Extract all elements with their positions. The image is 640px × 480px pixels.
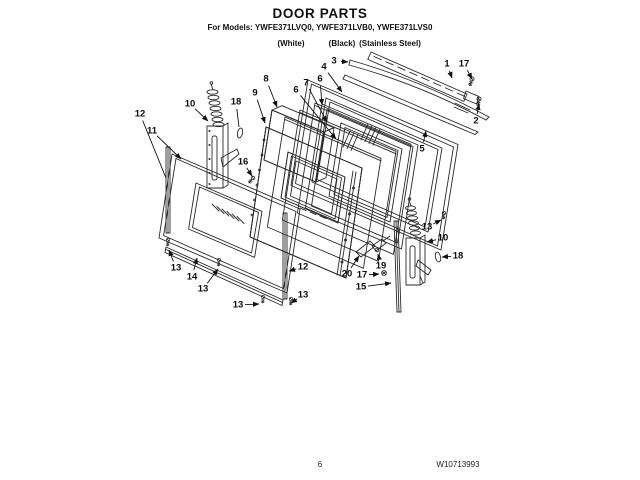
leader-line (340, 58, 349, 65)
leader-line (300, 95, 337, 140)
leader-line (246, 167, 253, 177)
door-handle (367, 51, 480, 114)
leader-line (268, 85, 278, 108)
page-title: DOOR PARTS (272, 6, 368, 21)
leader-line (376, 253, 382, 261)
leader-line (367, 281, 392, 287)
door-plug-right (434, 251, 442, 263)
leader-line (236, 108, 240, 128)
leader-line (308, 88, 328, 123)
leader-line (244, 301, 260, 307)
leader-line (168, 249, 174, 262)
leader-line (327, 72, 343, 93)
leader-line (318, 85, 325, 106)
leader-line (194, 108, 209, 122)
leader-line (256, 99, 266, 124)
side-trim-right (282, 212, 288, 300)
leader-line (142, 120, 167, 179)
title-block: DOOR PARTS For Models: YWFE371LVQ0, YWFE… (0, 6, 640, 48)
leader-line (288, 266, 297, 272)
insulation-slab (263, 105, 335, 183)
finish-label-black: (Black) (328, 39, 356, 48)
bottom-trim (164, 246, 284, 306)
doc-number: W10713993 (436, 460, 480, 469)
leader-line (433, 219, 442, 226)
inner-door-panel (249, 126, 363, 279)
leader-line (350, 255, 360, 269)
door-plug-left (236, 127, 244, 139)
window-frame (304, 103, 419, 250)
door-frame (290, 74, 479, 251)
finish-label-white: (White) (277, 39, 305, 48)
leader-line (426, 238, 437, 244)
hinge-right (405, 197, 432, 286)
finish-label-stainless: (Stainless Steel) (359, 39, 421, 48)
leader-line (422, 130, 428, 143)
leader-line (192, 257, 198, 271)
leader-lines (142, 58, 481, 307)
leader-line (475, 103, 481, 115)
leader-line (368, 271, 380, 277)
page-number: 6 (317, 460, 323, 469)
models-line: For Models: YWFE371LVQ0, YWFE371LVB0, YW… (207, 23, 433, 32)
latch-bracket (355, 235, 391, 276)
leader-line (466, 69, 473, 80)
leader-line (290, 297, 298, 304)
leader-line (156, 135, 182, 160)
leader-line (441, 254, 452, 260)
leader-line (206, 268, 219, 284)
leader-line (447, 70, 453, 79)
top-trim (348, 59, 490, 121)
side-trim-right-long (393, 220, 402, 313)
